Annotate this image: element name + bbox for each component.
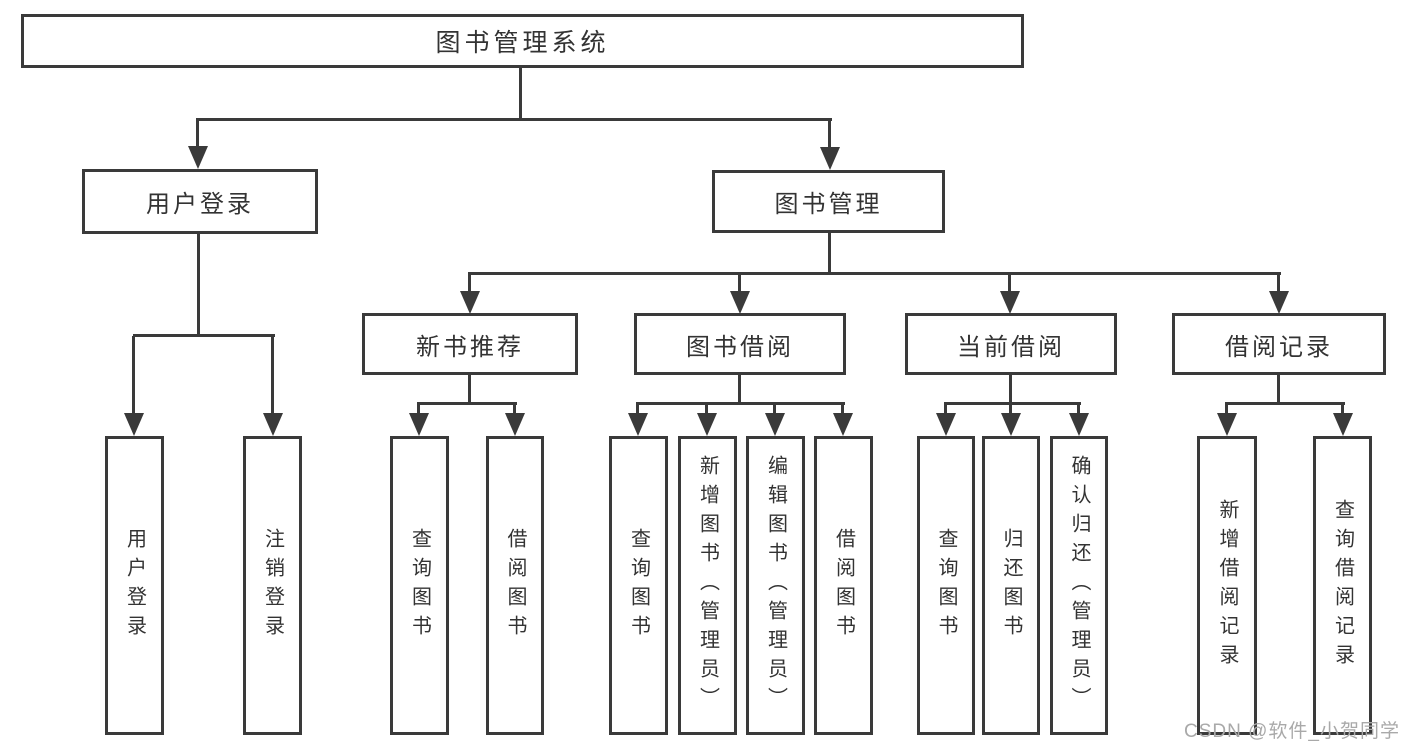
connector-vline [828,120,831,149]
connector-vline [1341,404,1344,414]
leaf-label: 查询图书 [408,527,431,644]
leaf-return-books: 归还图书 [982,436,1040,735]
connector-vline [271,336,274,414]
connector-vline [1077,404,1080,414]
node-book-management: 图书管理 [712,170,945,233]
leaf-logout: 注销登录 [243,436,302,735]
leaf-label: 归还图书 [1000,527,1022,644]
connector-hline [133,334,275,337]
connector-vline [1225,404,1228,414]
leaf-add-books-admin: 新增图书（管理员） [678,436,737,735]
connector-vline [196,120,199,148]
node-label: 图书管理 [774,191,883,218]
leaf-label: 用户登录 [123,527,146,644]
leaf-label: 编辑图书（管理员） [764,455,787,716]
arrow-down-icon [263,413,283,436]
leaf-query-books-1: 查询图书 [390,436,449,735]
node-label: 新书推荐 [416,333,524,361]
leaf-edit-books-admin: 编辑图书（管理员） [746,436,805,735]
connector-vline [705,404,708,414]
connector-vline [738,274,741,292]
leaf-query-borrow-record: 查询借阅记录 [1313,436,1372,735]
connector-hline [468,272,1281,275]
leaf-label: 借阅图书 [504,527,526,644]
arrow-down-icon [833,413,853,436]
node-borrowing-records: 借阅记录 [1172,313,1386,375]
connector-hline [636,402,845,405]
connector-vline [1277,274,1280,292]
connector-vline [513,404,516,414]
connector-hline [196,118,832,121]
arrow-down-icon [697,413,717,436]
leaf-label: 注销登录 [261,527,284,644]
node-book-borrowing: 图书借阅 [634,313,846,375]
leaf-label: 借阅图书 [832,527,855,644]
arrow-down-icon [765,413,785,436]
leaf-confirm-return-admin: 确认归还（管理员） [1050,436,1108,735]
leaf-label: 查询图书 [627,527,650,644]
connector-hline [944,402,1081,405]
leaf-label: 确认归还（管理员） [1068,455,1090,716]
connector-vline [636,404,639,414]
connector-vline [773,404,776,414]
leaf-user-login: 用户登录 [105,436,164,735]
node-user-login: 用户登录 [82,169,318,234]
connector-vline [1009,404,1012,414]
connector-vline [828,233,831,274]
leaf-label: 查询借阅记录 [1331,498,1354,673]
leaf-query-books-2: 查询图书 [609,436,668,735]
connector-vline [944,404,947,414]
arrow-down-icon [820,147,840,170]
connector-vline [1008,274,1011,292]
connector-vline [132,336,135,414]
arrow-down-icon [730,291,750,314]
arrow-down-icon [409,413,429,436]
arrow-down-icon [188,146,208,169]
arrow-down-icon [936,413,956,436]
leaf-label: 查询图书 [935,527,957,644]
node-label: 当前借阅 [957,333,1065,361]
arrow-down-icon [1001,413,1021,436]
connector-vline [468,274,471,292]
arrow-down-icon [1269,291,1289,314]
arrow-down-icon [1333,413,1353,436]
arrow-down-icon [1000,291,1020,314]
arrow-down-icon [1069,413,1089,436]
node-current-borrowing: 当前借阅 [905,313,1117,375]
node-library-management-system: 图书管理系统 [21,14,1024,68]
leaf-add-borrow-record: 新增借阅记录 [1197,436,1257,735]
leaf-label: 新增借阅记录 [1216,498,1238,673]
node-label: 图书借阅 [686,333,794,361]
leaf-borrow-books-1: 借阅图书 [486,436,544,735]
leaf-label: 新增图书（管理员） [696,455,719,716]
connector-vline [197,234,200,337]
arrow-down-icon [124,413,144,436]
connector-vline [1277,375,1280,404]
arrow-down-icon [628,413,648,436]
node-label: 借阅记录 [1225,333,1333,361]
node-label: 图书管理系统 [435,29,610,57]
node-label: 用户登录 [146,191,254,218]
arrow-down-icon [1217,413,1237,436]
watermark: CSDN @软件_小贺同学 [1184,721,1400,742]
connector-vline [417,404,420,414]
connector-vline [519,68,522,121]
connector-hline [417,402,517,405]
connector-vline [468,375,471,404]
node-new-book-recommendation: 新书推荐 [362,313,578,375]
leaf-borrow-books-2: 借阅图书 [814,436,873,735]
leaf-query-books-3: 查询图书 [917,436,975,735]
connector-vline [1009,375,1012,404]
connector-vline [841,404,844,414]
connector-vline [738,375,741,404]
connector-hline [1225,402,1345,405]
arrow-down-icon [505,413,525,436]
arrow-down-icon [460,291,480,314]
